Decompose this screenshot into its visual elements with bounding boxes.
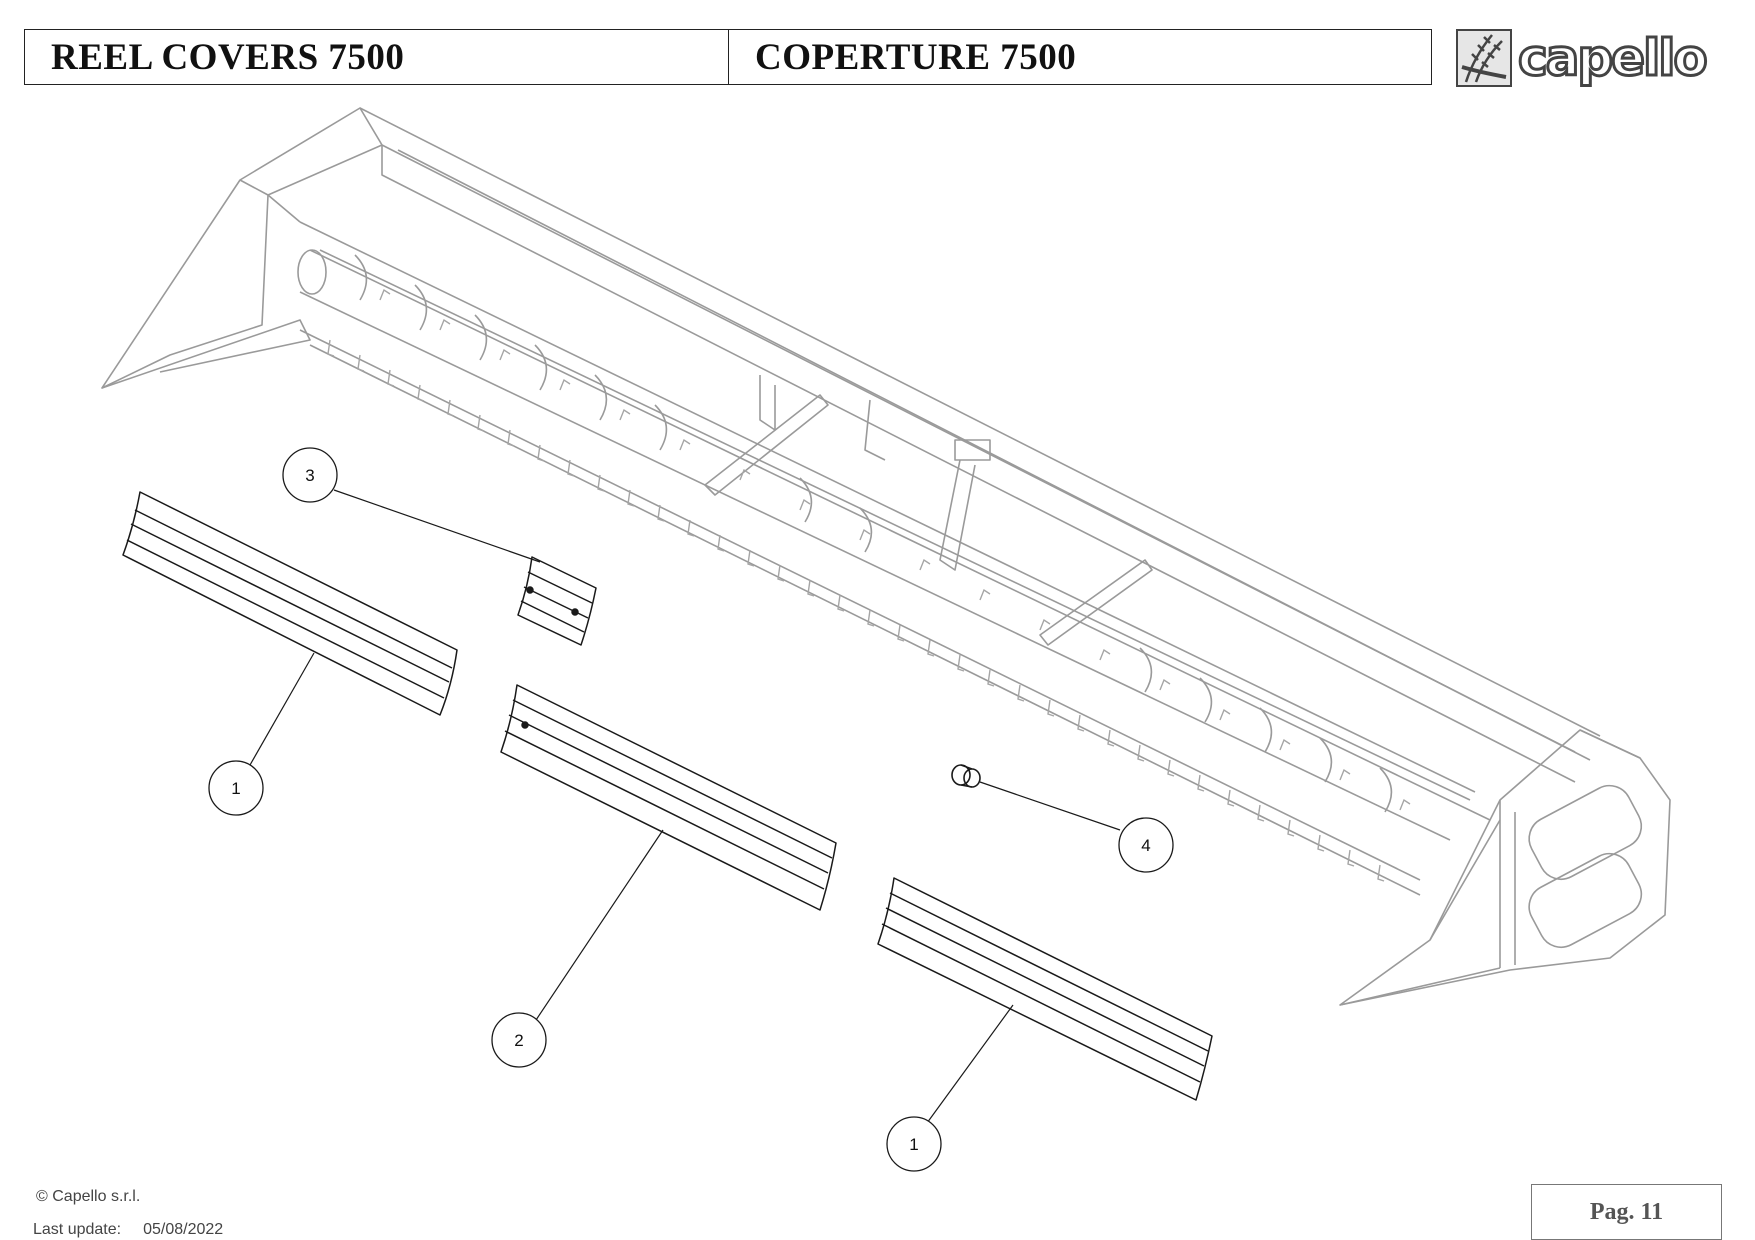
callout-4-label: 4 bbox=[1141, 836, 1150, 855]
cutter-fingers bbox=[327, 288, 1411, 882]
callout-3-label: 3 bbox=[305, 466, 314, 485]
callout-2-label: 2 bbox=[514, 1031, 523, 1050]
header-frame bbox=[101, 107, 1671, 1006]
callout-1a-label: 1 bbox=[231, 779, 240, 798]
page-number: Pag. 11 bbox=[1531, 1184, 1722, 1240]
leader-lines bbox=[249, 489, 1121, 1124]
callout-3: 3 bbox=[282, 447, 338, 503]
callout-2: 2 bbox=[491, 1012, 547, 1068]
part-3-small-cover bbox=[517, 556, 597, 646]
callout-1b: 1 bbox=[886, 1116, 942, 1172]
title-italian: COPERTURE 7500 bbox=[755, 36, 1077, 78]
title-english: REEL COVERS 7500 bbox=[25, 30, 729, 84]
capello-logo: capello bbox=[1454, 27, 1734, 91]
last-update: Last update: 05/08/2022 bbox=[33, 1221, 223, 1239]
part-4-bushing bbox=[951, 764, 981, 788]
wheat-icon bbox=[1461, 34, 1507, 83]
part-2-center-cover bbox=[500, 684, 837, 911]
copyright-text: © Capello s.r.l. bbox=[36, 1188, 141, 1205]
last-update-date: 05/08/2022 bbox=[143, 1221, 224, 1238]
callout-1b-label: 1 bbox=[909, 1135, 918, 1154]
callout-1a: 1 bbox=[208, 760, 264, 816]
part-1-left-cover bbox=[122, 491, 458, 716]
part-1-right-cover bbox=[877, 877, 1213, 1101]
callout-4: 4 bbox=[1118, 817, 1174, 873]
last-update-label: Last update: bbox=[33, 1221, 122, 1238]
logo-wordmark: capello bbox=[1518, 29, 1706, 87]
title-bar: REEL COVERS 7500 COPERTURE 7500 bbox=[24, 29, 1432, 85]
